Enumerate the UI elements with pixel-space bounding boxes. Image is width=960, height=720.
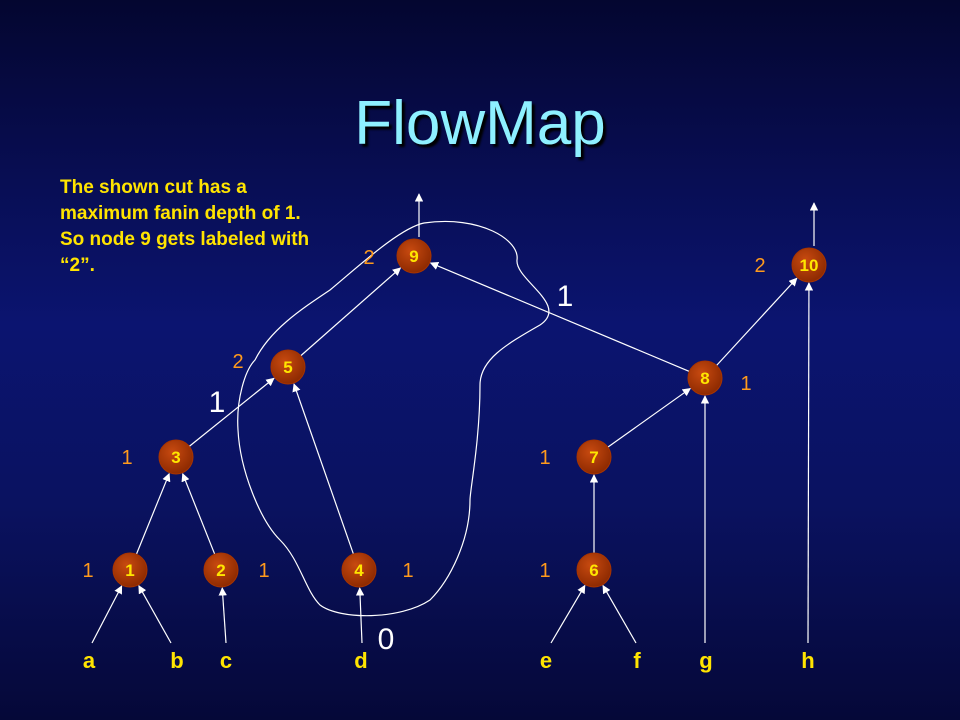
node-circle	[270, 349, 306, 385]
edge-in_f-n6	[602, 584, 637, 644]
node-level-label-6: 1	[539, 560, 550, 582]
edge-in_h-n10	[804, 282, 814, 644]
edge-n5-n9	[300, 267, 402, 357]
node-label: 5	[283, 358, 292, 377]
node-label: 8	[700, 369, 709, 388]
node-label: 3	[171, 448, 180, 467]
node-circle	[791, 247, 827, 283]
cut-label-bottom: 0	[378, 623, 395, 656]
node-circle	[687, 360, 723, 396]
node-level-label-4: 1	[402, 560, 413, 582]
node-level-label-9: 2	[363, 247, 374, 269]
node-5[interactable]: 5	[270, 349, 306, 385]
node-9[interactable]: 9	[396, 238, 432, 274]
node-level-label-1: 1	[82, 560, 93, 582]
edge-in_b-n1	[138, 584, 172, 644]
node-3[interactable]: 3	[158, 439, 194, 475]
slide-note: The shown cut has a maximum fanin depth …	[60, 177, 310, 276]
edges-layer	[91, 193, 819, 644]
node-10[interactable]: 10	[791, 247, 827, 283]
node-label: 7	[589, 448, 598, 467]
node-4[interactable]: 4	[341, 552, 377, 588]
edge-n2-n3	[181, 472, 216, 555]
edge-n1-n3	[135, 472, 171, 555]
node-circle	[396, 238, 432, 274]
node-6[interactable]: 6	[576, 552, 612, 588]
node-circle	[576, 439, 612, 475]
node-level-label-10: 2	[754, 255, 765, 277]
edge-n8-n9	[429, 262, 690, 372]
input-label-h: h	[801, 648, 814, 673]
input-label-b: b	[170, 648, 183, 673]
cuts-layer: 1 1 0	[209, 280, 574, 656]
node-level-label-2: 1	[258, 560, 269, 582]
slide-title: FlowMap	[354, 89, 606, 158]
node-label: 6	[589, 561, 598, 580]
node-level-label-7: 1	[539, 447, 550, 469]
inputs-layer: a b c d e f g h	[83, 648, 815, 673]
node-label: 2	[216, 561, 225, 580]
edge-in_e-n6	[550, 584, 586, 644]
node-level-label-8: 1	[740, 373, 751, 395]
node-circle	[341, 552, 377, 588]
input-label-d: d	[354, 648, 367, 673]
node-7[interactable]: 7	[576, 439, 612, 475]
input-label-a: a	[83, 648, 96, 673]
node-circle	[158, 439, 194, 475]
node-1[interactable]: 1	[112, 552, 148, 588]
node-label: 4	[354, 561, 364, 580]
edge-n8-n10	[716, 277, 798, 366]
cut-label-top: 1	[557, 280, 574, 313]
edge-n7-n8	[607, 387, 692, 448]
edge-in_d-n4	[355, 587, 365, 644]
edge-n4-n5	[292, 383, 354, 555]
node-label: 1	[125, 561, 134, 580]
node-circle	[112, 552, 148, 588]
node-2[interactable]: 2	[203, 552, 239, 588]
edge-in_a-n1	[91, 585, 123, 644]
input-label-g: g	[699, 648, 712, 673]
node-level-label-5: 2	[232, 351, 243, 373]
input-label-c: c	[220, 648, 232, 673]
edge-n3-n5	[188, 377, 275, 447]
node-8[interactable]: 8	[687, 360, 723, 396]
node-circle	[576, 552, 612, 588]
input-label-e: e	[540, 648, 552, 673]
edge-in_c-n2	[218, 587, 227, 644]
cut-label-left: 1	[209, 386, 226, 419]
cut-boundary	[237, 220, 550, 617]
node-label: 10	[800, 256, 819, 275]
input-label-f: f	[633, 648, 641, 673]
node-circle	[203, 552, 239, 588]
node-label: 9	[409, 247, 418, 266]
node-level-label-3: 1	[121, 447, 132, 469]
